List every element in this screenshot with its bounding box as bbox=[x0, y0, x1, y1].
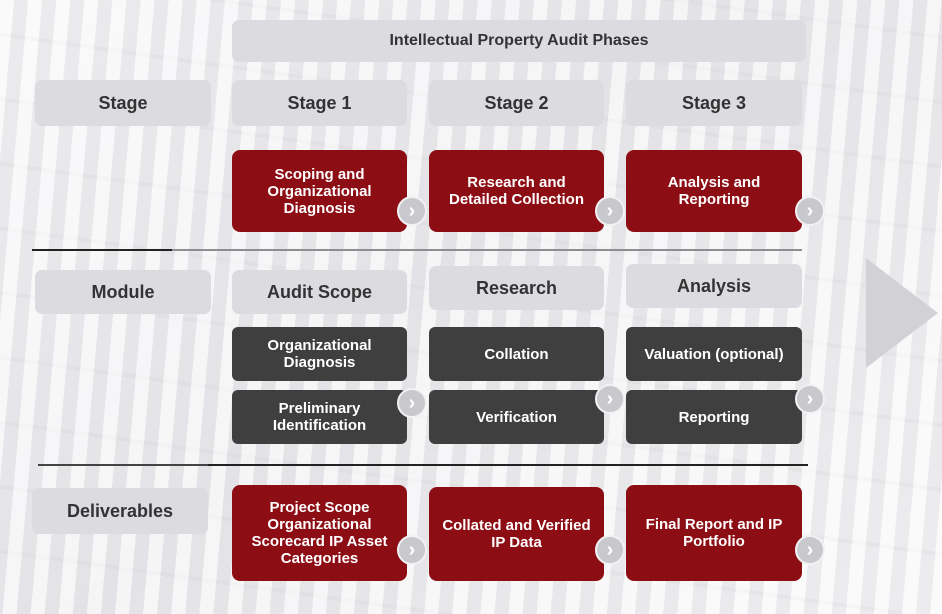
module-analysis-header: Analysis bbox=[626, 264, 802, 308]
chevron-right-icon: › bbox=[595, 196, 625, 226]
stage-3-box: Analysis and Reporting bbox=[626, 150, 802, 232]
divider bbox=[208, 464, 808, 466]
stage-2-header: Stage 2 bbox=[429, 80, 604, 126]
row-label-module: Module bbox=[35, 270, 211, 314]
row-label-stage: Stage bbox=[35, 80, 211, 126]
module-research-header: Research bbox=[429, 266, 604, 310]
chevron-right-icon: › bbox=[397, 535, 427, 565]
module-box-organizational-diagnosis: Organizational Diagnosis bbox=[232, 327, 407, 381]
chevron-right-icon: › bbox=[397, 388, 427, 418]
stage-1-box: Scoping and Organizational Diagnosis bbox=[232, 150, 407, 232]
module-box-verification: Verification bbox=[429, 390, 604, 444]
chevron-right-icon: › bbox=[595, 384, 625, 414]
chevron-right-icon: › bbox=[795, 196, 825, 226]
chevron-right-icon: › bbox=[795, 384, 825, 414]
module-box-valuation: Valuation (optional) bbox=[626, 327, 802, 381]
divider bbox=[32, 249, 172, 251]
module-box-collation: Collation bbox=[429, 327, 604, 381]
chevron-right-icon: › bbox=[795, 535, 825, 565]
chevron-right-icon: › bbox=[397, 196, 427, 226]
stage-3-header: Stage 3 bbox=[626, 80, 802, 126]
progress-arrow-icon bbox=[866, 258, 938, 368]
deliverable-2-box: Collated and Verified IP Data bbox=[429, 487, 604, 581]
stage-2-box: Research and Detailed Collection bbox=[429, 150, 604, 232]
divider bbox=[38, 464, 208, 466]
chevron-right-icon: › bbox=[595, 535, 625, 565]
stage-1-header: Stage 1 bbox=[232, 80, 407, 126]
module-box-reporting: Reporting bbox=[626, 390, 802, 444]
module-audit-scope-header: Audit Scope bbox=[232, 270, 407, 314]
deliverable-1-box: Project Scope Organizational Scorecard I… bbox=[232, 485, 407, 581]
deliverable-3-box: Final Report and IP Portfolio bbox=[626, 485, 802, 581]
row-label-deliverables: Deliverables bbox=[32, 488, 208, 534]
divider bbox=[172, 249, 802, 251]
module-box-preliminary-identification: Preliminary Identification bbox=[232, 390, 407, 444]
diagram-title: Intellectual Property Audit Phases bbox=[232, 20, 806, 62]
